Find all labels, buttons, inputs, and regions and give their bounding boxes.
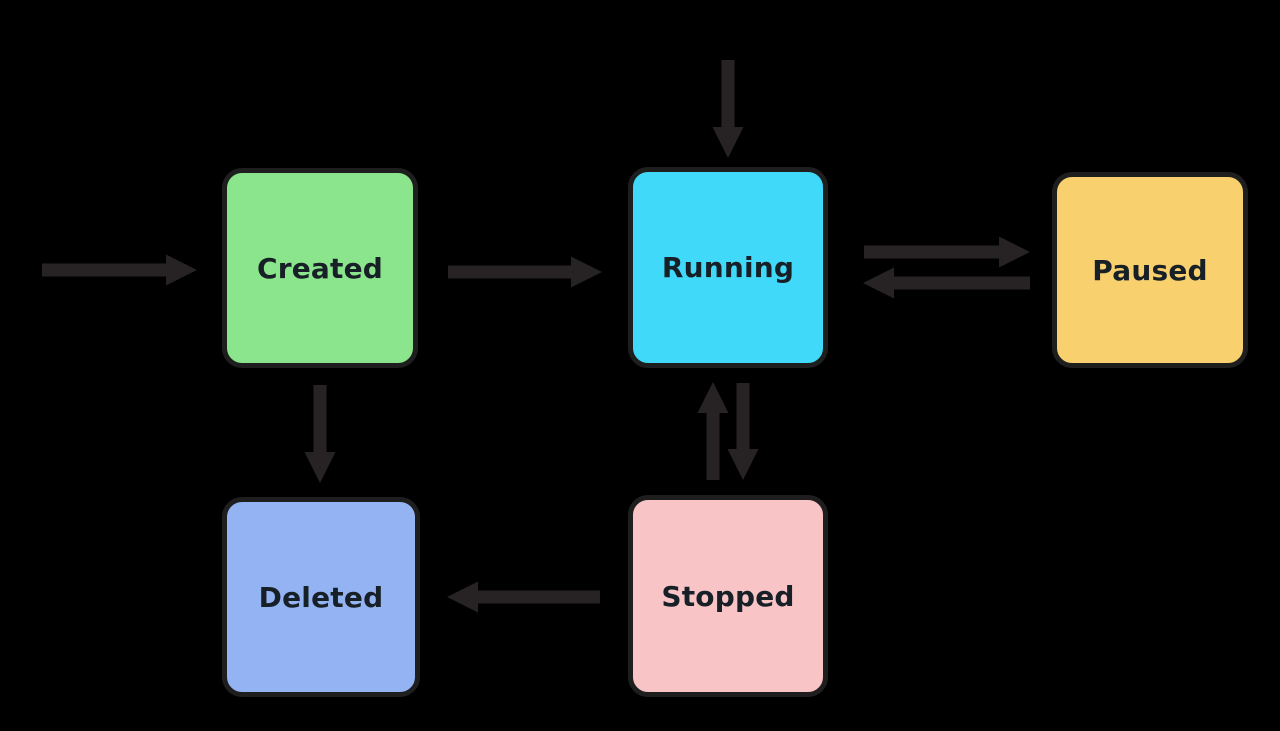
state-node-paused: Paused xyxy=(1052,172,1248,368)
state-label-paused: Paused xyxy=(1092,253,1208,287)
state-node-running: Running xyxy=(628,167,828,368)
state-label-running: Running xyxy=(661,251,795,284)
state-node-deleted: Deleted xyxy=(222,497,420,697)
arrow-group xyxy=(42,60,1030,613)
state-label-stopped: Stopped xyxy=(661,579,795,613)
state-label-deleted: Deleted xyxy=(258,580,384,614)
state-node-created: Created xyxy=(222,168,418,368)
state-node-stopped: Stopped xyxy=(628,495,828,697)
state-label-created: Created xyxy=(256,251,384,285)
